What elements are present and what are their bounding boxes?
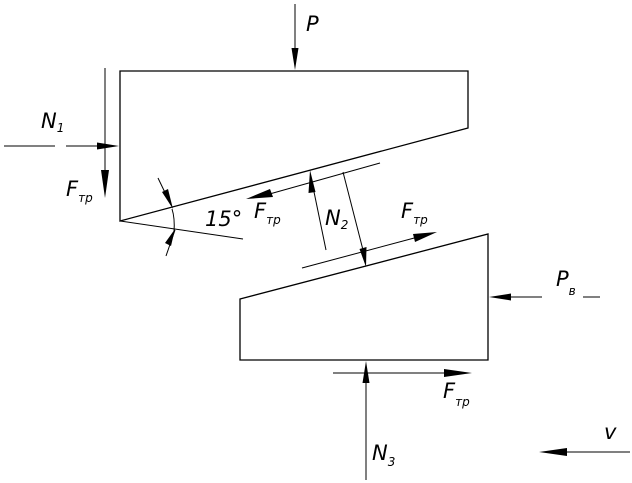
force-p-arrow xyxy=(291,4,299,70)
upper-block xyxy=(119,70,469,222)
label-ftr-left: Fтр xyxy=(66,177,93,205)
label-n3: N3 xyxy=(372,441,395,469)
label-ftr-lower-incline: Fтр xyxy=(401,199,428,227)
label-ftr-upper-incline: Fтр xyxy=(254,199,281,227)
label-p: P xyxy=(306,12,319,36)
label-n2: N2 xyxy=(325,206,348,232)
label-ftr-bottom: Fтр xyxy=(443,379,470,409)
force-pv-arrow xyxy=(489,293,600,301)
label-angle: 15° xyxy=(205,207,242,231)
velocity-arrow xyxy=(539,448,630,456)
force-ftr-left-arrow xyxy=(101,68,109,198)
angle-marker xyxy=(119,177,244,257)
label-v: v xyxy=(604,420,617,444)
label-pv: Pв xyxy=(556,267,576,298)
force-ftr-bottom-arrow xyxy=(333,369,472,377)
label-n1: N1 xyxy=(41,109,64,135)
force-ftr-lower-incline-arrow xyxy=(301,232,437,269)
lower-block xyxy=(239,233,489,361)
force-ftr-upper-incline-arrow xyxy=(246,162,381,199)
force-n1-arrow xyxy=(4,142,119,150)
force-n3-arrow xyxy=(362,361,370,480)
